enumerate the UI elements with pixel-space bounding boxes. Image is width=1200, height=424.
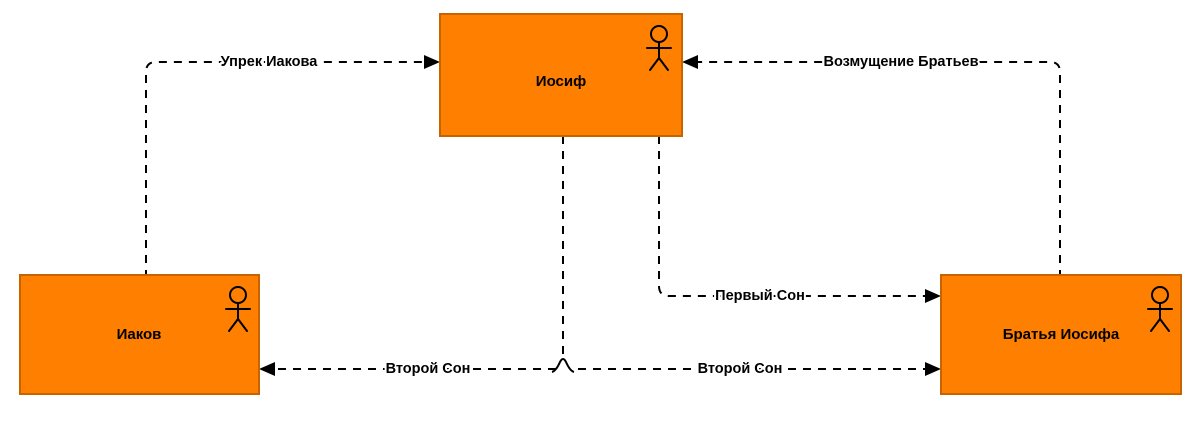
edge-vtoroy-son-left-arrowhead (259, 362, 275, 376)
edge-vtoroy-son-left[interactable] (259, 136, 575, 376)
edge-vozmushchenie-bratyev[interactable] (682, 55, 1061, 278)
edge-pervyy-son-path (658, 136, 929, 297)
node-iosif-label: Иосиф (536, 73, 586, 90)
edge-pervyy-son-arrowhead (925, 289, 941, 303)
edge-uprek-iakova[interactable] (145, 55, 440, 278)
node-iosif[interactable]: Иосиф (439, 13, 683, 137)
edge-vtoroy-son-right-arrowhead (925, 362, 941, 376)
line-jump-marker (551, 358, 575, 373)
edge-pervyy-son[interactable] (658, 136, 941, 303)
actor-stick-figure-icon (1147, 286, 1173, 332)
edge-uprek-iakova-arrowhead (424, 55, 440, 69)
edge-vozmushchenie-bratyev-path (694, 61, 1061, 278)
node-iosif-rect (439, 13, 683, 137)
edge-vozmushchenie-bratyev-arrowhead (682, 55, 698, 69)
actor-stick-figure-icon (225, 286, 251, 332)
edge-vtoroy-son-right[interactable] (578, 362, 941, 376)
edge-label-uprek-iakova: Упрек Иакова (221, 54, 319, 70)
edge-uprek-iakova-path (145, 61, 428, 278)
node-iakov-rect (19, 274, 260, 395)
edge-label-vtoroy-son-right: Второй Сон (698, 361, 783, 377)
edge-label-vtoroy-son-left: Второй Сон (386, 361, 471, 377)
edge-label-pervyy-son: Первый Сон (715, 288, 805, 304)
node-bratya-iosifa-rect (940, 274, 1182, 395)
node-bratya-iosifa-label: Братья Иосифа (1003, 326, 1120, 343)
node-iakov[interactable]: Иаков (19, 274, 260, 395)
actor-stick-figure-icon (646, 25, 672, 71)
node-iakov-label: Иаков (117, 326, 162, 343)
edge-label-vozmushchenie-bratyev: Возмущение Братьев (824, 54, 979, 70)
node-bratya-iosifa[interactable]: Братья Иосифа (940, 274, 1182, 395)
